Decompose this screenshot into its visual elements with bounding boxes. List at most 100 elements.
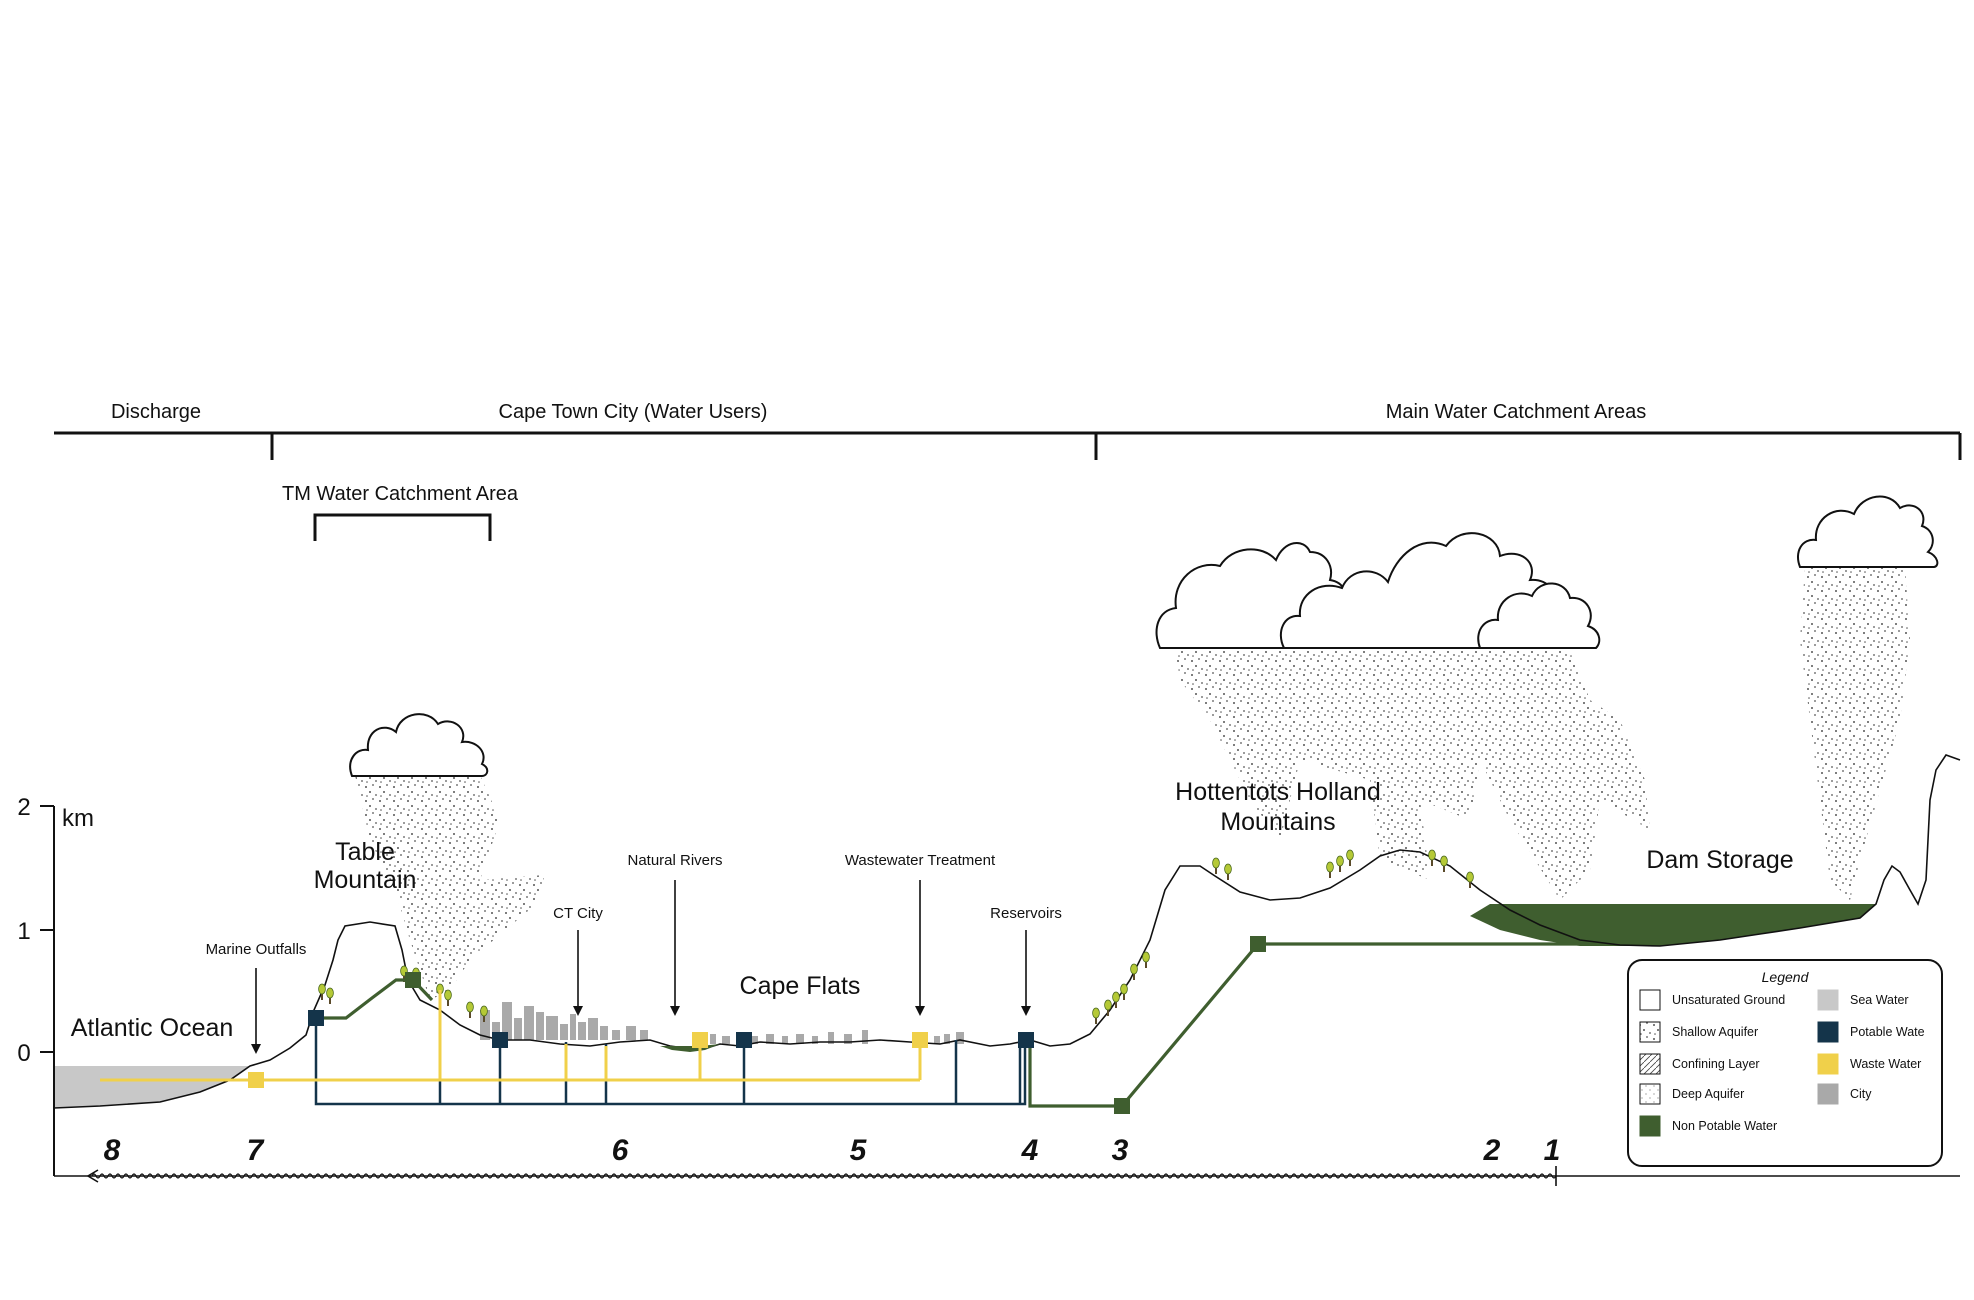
tree-icon	[1104, 999, 1112, 1017]
rain-hottentots	[1175, 648, 1650, 900]
tree-icon	[1336, 855, 1344, 873]
pipe-nodes	[248, 936, 1266, 1114]
legend-swatch	[1817, 1021, 1839, 1043]
tree-icon	[1346, 849, 1354, 867]
callout-marine-outfalls: Marine Outfalls	[206, 941, 307, 958]
city-building	[502, 1002, 512, 1040]
rain-areas	[355, 567, 1910, 1000]
node-nonpotable-table-mountain	[405, 972, 421, 988]
city-building	[546, 1016, 558, 1040]
node-waste-outfall	[248, 1072, 264, 1088]
legend-item: Confining Layer	[1639, 1053, 1760, 1075]
legend-item: Non Potable Water	[1639, 1115, 1777, 1137]
city-building	[828, 1032, 834, 1044]
tree-icon	[1224, 863, 1232, 881]
legend-item: Sea Water	[1817, 989, 1909, 1011]
cloud-far-mountain	[1797, 495, 1939, 568]
label-hottentots-1: Hottentots Holland	[1175, 778, 1381, 806]
city-building	[766, 1034, 774, 1044]
clouds	[349, 495, 1939, 777]
tree-icon	[1120, 983, 1128, 1001]
legend-label: Unsaturated Ground	[1672, 993, 1785, 1007]
terrain-profile	[53, 754, 1961, 1109]
tree-icon	[1326, 861, 1334, 879]
tree-icon	[1466, 871, 1474, 889]
city-building	[934, 1036, 940, 1044]
city-building	[570, 1014, 576, 1040]
node-potable-flats	[736, 1032, 752, 1048]
legend-label: City	[1850, 1087, 1872, 1101]
city-skyline	[480, 1002, 964, 1044]
distance-scale: 8 7 6 5 4 3 2 1	[54, 1134, 1960, 1186]
callout-reservoirs: Reservoirs	[990, 905, 1062, 922]
callouts: Marine Outfalls CT City Natural Rivers W…	[206, 852, 1062, 1054]
header-city-users: Cape Town City (Water Users)	[499, 401, 768, 423]
node-waste-treatment	[912, 1032, 928, 1048]
legend-swatch	[1817, 989, 1839, 1011]
city-building	[640, 1030, 648, 1040]
city-building	[862, 1030, 868, 1044]
legend-label: Confining Layer	[1672, 1057, 1760, 1071]
header-discharge: Discharge	[111, 401, 201, 423]
callout-wastewater: Wastewater Treatment	[845, 852, 996, 869]
city-building	[578, 1022, 586, 1040]
legend-label: Shallow Aquifer	[1672, 1025, 1758, 1039]
sea-water	[54, 1066, 250, 1108]
cloud-hottentots-right	[1477, 582, 1601, 649]
city-building	[710, 1034, 716, 1044]
city-building	[600, 1026, 608, 1040]
header-catchment: Main Water Catchment Areas	[1386, 401, 1646, 423]
rain-table-mountain	[355, 775, 545, 1000]
city-building	[812, 1036, 818, 1044]
station-1: 1	[1544, 1134, 1561, 1167]
cloud-table-mountain	[349, 713, 489, 777]
station-8: 8	[104, 1134, 121, 1167]
legend-item: Potable Wate	[1817, 1021, 1925, 1043]
station-4: 4	[1021, 1134, 1039, 1167]
dam-water	[1470, 904, 1876, 946]
tree-icon	[1142, 951, 1150, 969]
city-building	[612, 1030, 620, 1040]
city-building	[844, 1034, 852, 1044]
legend-label: Non Potable Water	[1672, 1119, 1777, 1133]
city-building	[536, 1012, 544, 1040]
legend-swatch	[1817, 1083, 1839, 1105]
node-nonpotable-dam	[1250, 936, 1266, 952]
label-hottentots-2: Mountains	[1220, 808, 1335, 836]
tree-icon	[444, 989, 452, 1007]
station-2: 2	[1483, 1134, 1501, 1167]
tm-catchment-bracket	[313, 513, 492, 541]
rain-far-mountain	[1800, 567, 1910, 900]
legend-swatch	[1639, 1115, 1661, 1137]
station-7: 7	[247, 1134, 265, 1167]
node-potable-reservoir	[1018, 1032, 1034, 1048]
legend-swatch	[1639, 1083, 1661, 1105]
city-building	[560, 1024, 568, 1040]
region-labels: Atlantic Ocean Table Mountain Cape Flats…	[71, 778, 1794, 1042]
city-building	[956, 1032, 964, 1044]
city-building	[944, 1034, 950, 1044]
legend-item: City	[1817, 1083, 1872, 1105]
node-potable-table-mountain	[308, 1010, 324, 1026]
label-atlantic-ocean: Atlantic Ocean	[71, 1014, 234, 1042]
callout-ct-city: CT City	[553, 905, 603, 922]
legend-label: Sea Water	[1850, 993, 1909, 1007]
y-tick-0: 0	[17, 1040, 30, 1067]
callout-natural-rivers: Natural Rivers	[627, 852, 722, 869]
legend-swatch	[1817, 1053, 1839, 1075]
legend-swatch	[1639, 1053, 1661, 1075]
legend-item: Deep Aquifer	[1639, 1083, 1744, 1105]
y-axis-unit: km	[62, 805, 94, 832]
legend-item: Unsaturated Ground	[1639, 989, 1785, 1011]
city-building	[796, 1034, 804, 1044]
header-tm-catchment: TM Water Catchment Area	[282, 483, 519, 505]
y-axis: 2 1 0 km	[17, 794, 94, 1176]
y-tick-1: 1	[17, 918, 30, 945]
label-table-mountain-1: Table	[335, 838, 395, 866]
legend-label: Potable Wate	[1850, 1025, 1925, 1039]
city-building	[524, 1006, 534, 1040]
header-zones: Discharge Cape Town City (Water Users) M…	[54, 401, 1962, 541]
city-building	[480, 1010, 490, 1040]
